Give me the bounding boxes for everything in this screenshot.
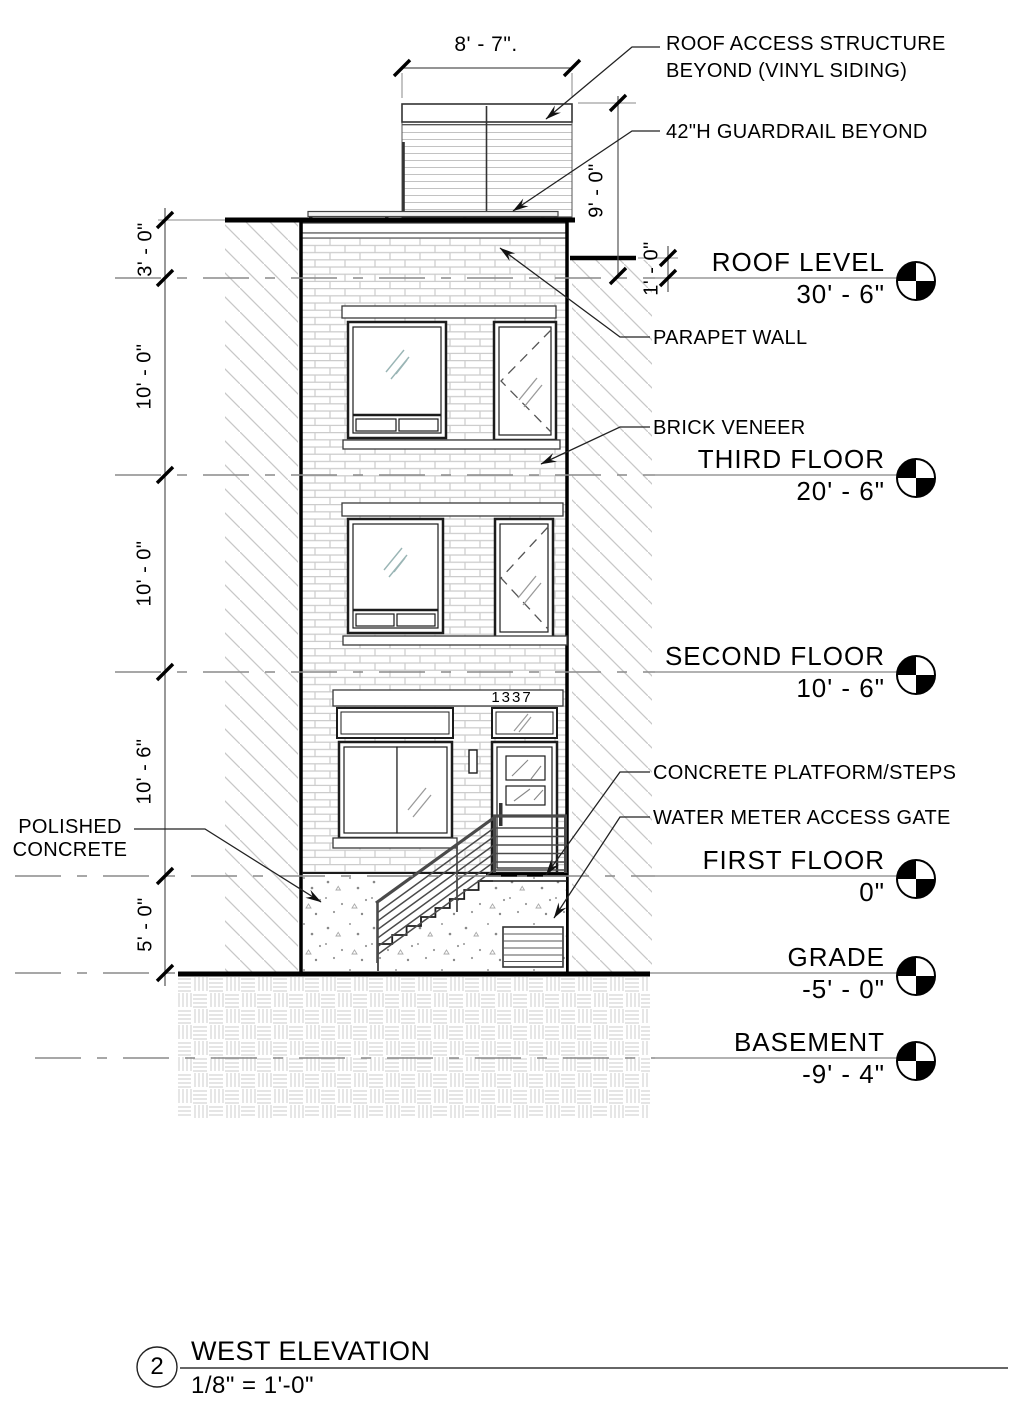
dim-first-to-second: 10' - 6": [133, 738, 156, 805]
level-marker-basement: [896, 1041, 936, 1081]
view-number: 2: [150, 1353, 164, 1380]
view-scale: 1/8" = 1'-0": [191, 1372, 315, 1399]
annotation-roof-access: ROOF ACCESS STRUCTURE BEYOND (VINYL SIDI…: [666, 33, 946, 82]
level-marker-second: [896, 655, 936, 695]
level-elevation-roof: 30' - 6": [796, 279, 885, 309]
entry-door: [490, 707, 559, 875]
storefront: [332, 689, 564, 849]
dim-third-to-roof: 10' - 0": [133, 343, 156, 410]
landing-railing: [493, 814, 567, 873]
level-name-basement: BASEMENT: [733, 1027, 885, 1057]
annotation-concrete-platform: CONCRETE PLATFORM/STEPS: [653, 762, 957, 784]
level-elevation-second: 10' - 6": [796, 673, 885, 703]
leader-lines: [134, 46, 660, 919]
annotation-brick-veneer: BRICK VENEER: [653, 417, 806, 439]
level-name-third: THIRD FLOOR: [697, 444, 885, 474]
earth-below-grade: [178, 971, 650, 1118]
level-elevation-third: 20' - 6": [796, 476, 885, 506]
adjacent-wall-left-hatch: [225, 222, 298, 972]
level-name-second: SECOND FLOOR: [664, 641, 885, 671]
level-marker-roof: [896, 261, 936, 301]
view-title: WEST ELEVATION: [191, 1336, 431, 1366]
level-elevation-grade: -5' - 0": [802, 974, 885, 1004]
annotation-parapet-wall: PARAPET WALL: [653, 327, 808, 349]
annotation-water-meter: WATER METER ACCESS GATE: [653, 807, 951, 829]
level-marker-third: [896, 458, 936, 498]
roof-access-structure: [401, 103, 573, 218]
dim-second-to-third: 10' - 0": [133, 540, 156, 607]
dim-roof-access-height: 9' - 0": [585, 163, 608, 218]
level-markers: [896, 261, 936, 1081]
water-meter-gate: [502, 926, 564, 968]
level-name-first: FIRST FLOOR: [702, 845, 885, 875]
level-elevation-first: 0": [859, 877, 885, 907]
dim-roof-access-width: 8' - 7".: [454, 33, 518, 56]
annotation-polished-concrete: POLISHED CONCRETE: [12, 816, 128, 861]
level-label-lines: [650, 277, 897, 1059]
dim-parapet-height: 3' - 0": [134, 222, 157, 277]
level-elevation-basement: -9' - 4": [802, 1059, 885, 1089]
third-floor-windows: [341, 305, 561, 450]
level-marker-grade: [896, 956, 936, 996]
annotation-guardrail: 42"H GUARDRAIL BEYOND: [666, 121, 928, 143]
dim-parapet-step: 1' - 0": [640, 241, 663, 296]
view-title-block: [136, 1346, 1008, 1388]
building-address: 1337: [491, 689, 533, 706]
adjacent-wall-right-hatch: [570, 255, 652, 972]
dim-first-to-grade: 5' - 0": [134, 897, 157, 952]
dimension-lines: [155, 58, 678, 986]
level-name-grade: GRADE: [787, 942, 885, 972]
level-name-roof: ROOF LEVEL: [711, 247, 885, 277]
level-lines: [15, 277, 655, 1059]
second-floor-windows: [341, 502, 568, 646]
level-marker-first: [896, 859, 936, 899]
